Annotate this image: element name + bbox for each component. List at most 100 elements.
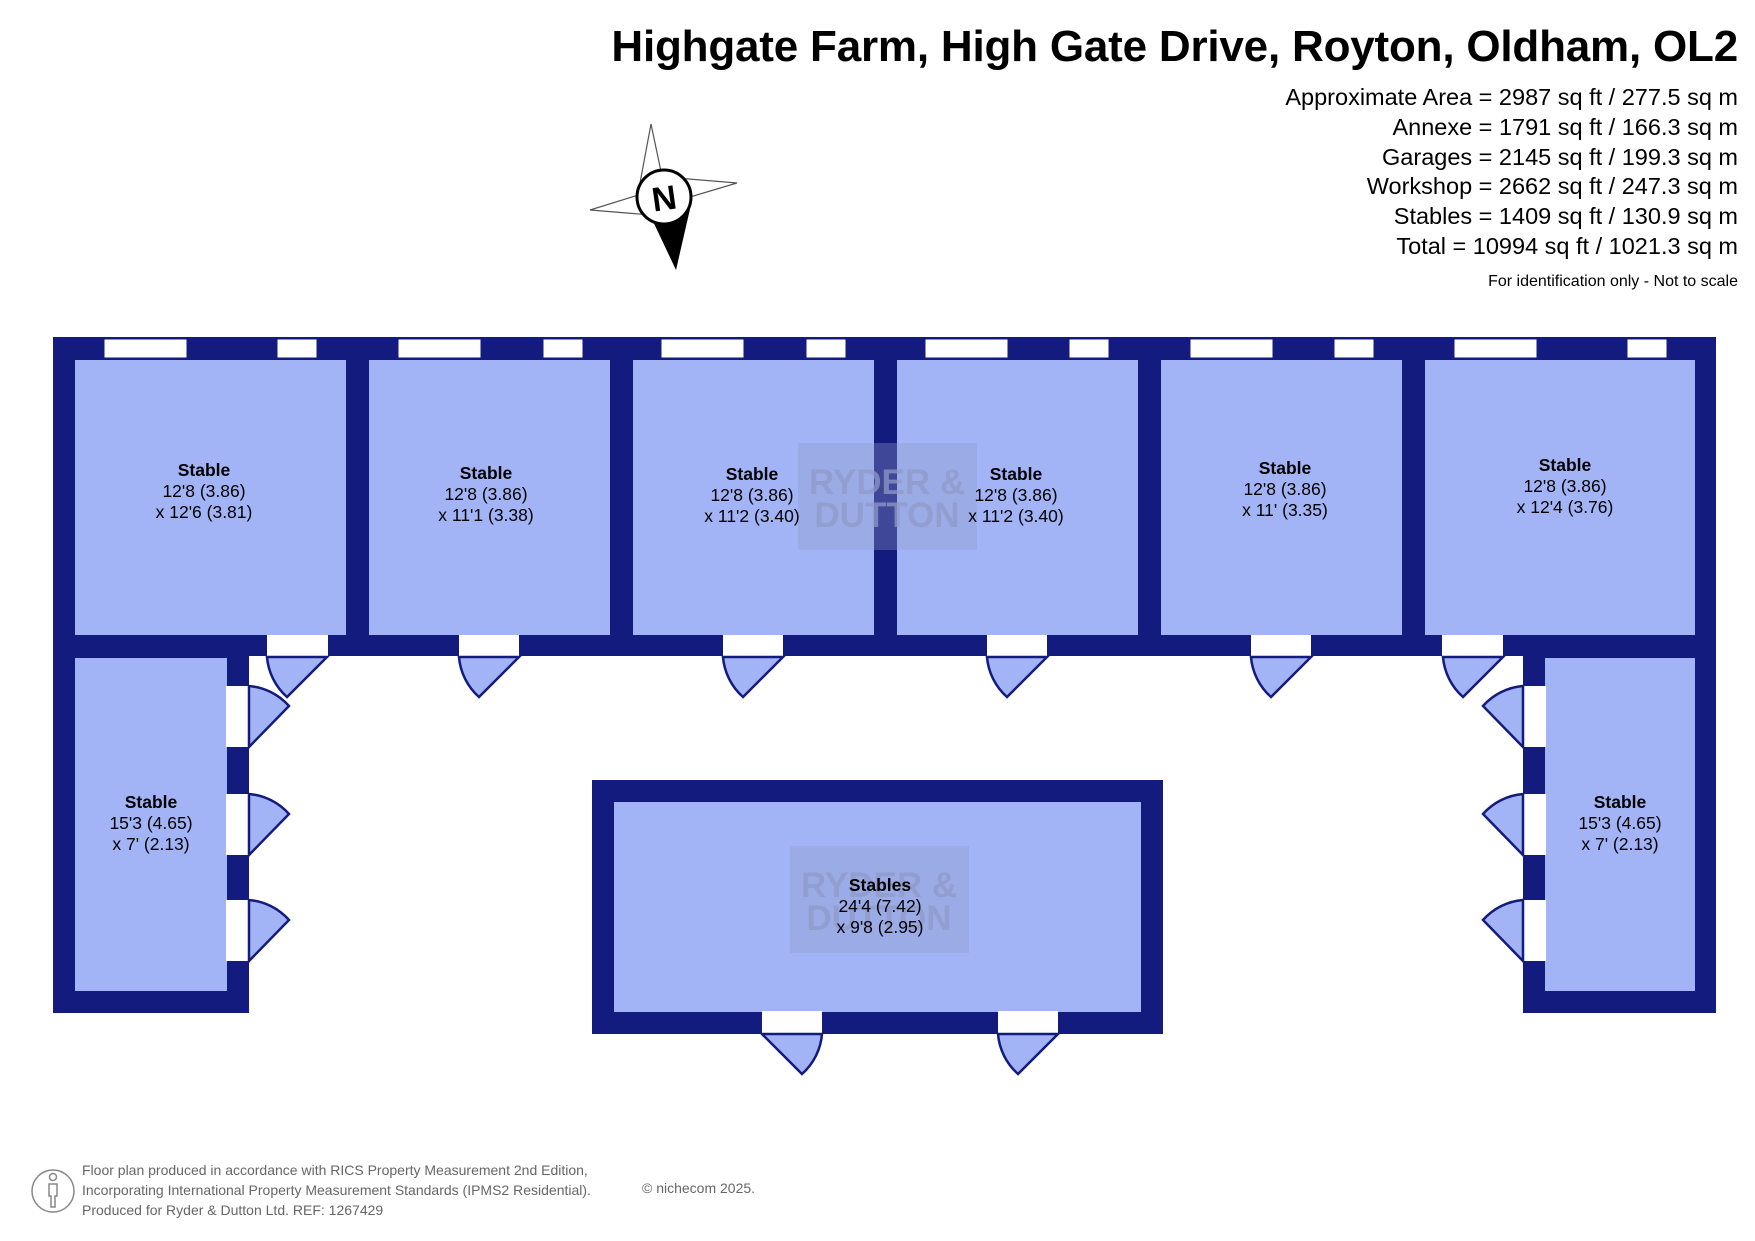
- window: [1189, 338, 1274, 359]
- room-name: Stable: [1594, 792, 1647, 812]
- window: [1333, 338, 1375, 359]
- door-gap: [1251, 635, 1311, 659]
- room-dimension: x 12'4 (3.76): [1517, 497, 1614, 517]
- room-name: Stable: [460, 463, 513, 483]
- windows: [103, 338, 1668, 359]
- door-swing: [721, 655, 787, 699]
- window: [1626, 338, 1668, 359]
- room-dimension: 12'8 (3.86): [974, 485, 1057, 505]
- room-stable-3: [633, 360, 874, 635]
- room-dimension: x 9'8 (2.95): [837, 917, 924, 937]
- room-dimension: x 12'6 (3.81): [156, 502, 253, 522]
- door-swings: [247, 655, 1525, 1076]
- area-line: Approximate Area = 2987 sq ft / 277.5 sq…: [1285, 84, 1738, 110]
- room-name: Stable: [990, 464, 1043, 484]
- area-summary: Approximate Area = 2987 sq ft / 277.5 sq…: [1285, 83, 1738, 262]
- room-name: Stable: [726, 464, 779, 484]
- door-swing: [1481, 898, 1525, 965]
- area-line: Annexe = 1791 sq ft / 166.3 sq m: [1392, 113, 1738, 140]
- window: [660, 338, 745, 359]
- room-stable-5: [1161, 360, 1402, 635]
- watermark-box: [790, 846, 969, 953]
- compass: N: [589, 123, 738, 270]
- door-swing: [457, 655, 523, 699]
- room-name: Stable: [178, 460, 231, 480]
- door-swing: [247, 684, 291, 751]
- area-line: Stables = 1409 sq ft / 130.9 sq m: [1393, 203, 1738, 230]
- room-stable-2: [369, 360, 610, 635]
- person-icon: [31, 1169, 75, 1213]
- footer-text: Floor plan produced in accordance with R…: [82, 1160, 591, 1220]
- area-line: Garages = 2145 sq ft / 199.3 sq m: [1382, 143, 1738, 170]
- door-swing: [985, 655, 1051, 699]
- room-dimension: 24'4 (7.42): [838, 896, 921, 916]
- area-line: Total = 10994 sq ft / 1021.3 sq m: [1396, 232, 1738, 259]
- window: [1453, 338, 1538, 359]
- room-dimension: 15'3 (4.65): [109, 813, 192, 833]
- window: [805, 338, 847, 359]
- room-dimension: x 11' (3.35): [1242, 500, 1328, 520]
- compass-circle: [635, 168, 693, 226]
- watermark-text: DUTTON: [806, 899, 951, 938]
- door-swing: [265, 655, 331, 699]
- watermark-box: [798, 443, 977, 550]
- room-stable-8: [1545, 658, 1695, 991]
- disclaimer-note: For identification only - Not to scale: [1488, 273, 1738, 290]
- door-gap: [267, 635, 328, 659]
- room-dimension: 12'8 (3.86): [162, 481, 245, 501]
- room-dimension: 12'8 (3.86): [444, 484, 527, 504]
- room-dimension: x 7' (2.13): [112, 834, 189, 854]
- room-dimension: x 11'1 (3.38): [438, 505, 533, 525]
- door-gap: [998, 1011, 1058, 1036]
- room-stables: [614, 802, 1141, 1012]
- room-name: Stables: [849, 875, 912, 895]
- door-swing: [1249, 655, 1315, 699]
- door-gap: [987, 635, 1047, 659]
- room-dimension: 12'8 (3.86): [1523, 476, 1606, 496]
- window: [276, 338, 318, 359]
- room-dimension: 15'3 (4.65): [1578, 813, 1661, 833]
- door-gap: [1521, 900, 1546, 961]
- page-title: Highgate Farm, High Gate Drive, Royton, …: [611, 22, 1738, 71]
- room-stable-7: [75, 658, 227, 991]
- door-gap: [226, 686, 251, 747]
- footer-line: Produced for Ryder & Dutton Ltd. REF: 12…: [82, 1202, 384, 1218]
- room-fills: [75, 360, 1695, 1012]
- room-dimension: x 7' (2.13): [1581, 834, 1658, 854]
- door-gap: [1521, 686, 1546, 747]
- door-swing: [247, 792, 291, 859]
- door-gap: [1442, 635, 1503, 659]
- door-swing: [996, 1032, 1062, 1076]
- room-dimension: x 11'2 (3.40): [968, 506, 1063, 526]
- window: [924, 338, 1009, 359]
- window: [542, 338, 584, 359]
- footer-line: Incorporating International Property Mea…: [82, 1182, 591, 1198]
- window: [103, 338, 188, 359]
- room-name: Stable: [1259, 458, 1312, 478]
- copyright-text: © nichecom 2025.: [642, 1180, 756, 1196]
- room-dimension: x 11'2 (3.40): [704, 506, 799, 526]
- room-name: Stable: [125, 792, 178, 812]
- room-dimension: 12'8 (3.86): [1243, 479, 1326, 499]
- window: [1068, 338, 1110, 359]
- door-swing: [247, 898, 291, 965]
- door-swing: [1481, 792, 1525, 859]
- door-swing: [1441, 655, 1507, 699]
- door-gap: [226, 794, 251, 855]
- door-swing: [1481, 684, 1525, 751]
- door-swing: [758, 1032, 824, 1076]
- room-labels: Stable 12'8 (3.86) x 12'6 (3.81) Stable …: [109, 455, 1661, 937]
- footer-line: Floor plan produced in accordance with R…: [82, 1162, 588, 1178]
- compass-north-label: N: [649, 178, 679, 219]
- watermark-text: RYDER &: [801, 866, 957, 905]
- window: [397, 338, 482, 359]
- door-openings: [226, 635, 1546, 1036]
- room-stable-1: [75, 360, 346, 635]
- area-line: Workshop = 2662 sq ft / 247.3 sq m: [1366, 173, 1738, 200]
- door-gap: [1521, 794, 1546, 855]
- room-stable-6: [1425, 360, 1695, 635]
- room-stable-4: [897, 360, 1138, 635]
- watermark-text: RYDER &: [809, 463, 965, 502]
- room-dimension: 12'8 (3.86): [710, 485, 793, 505]
